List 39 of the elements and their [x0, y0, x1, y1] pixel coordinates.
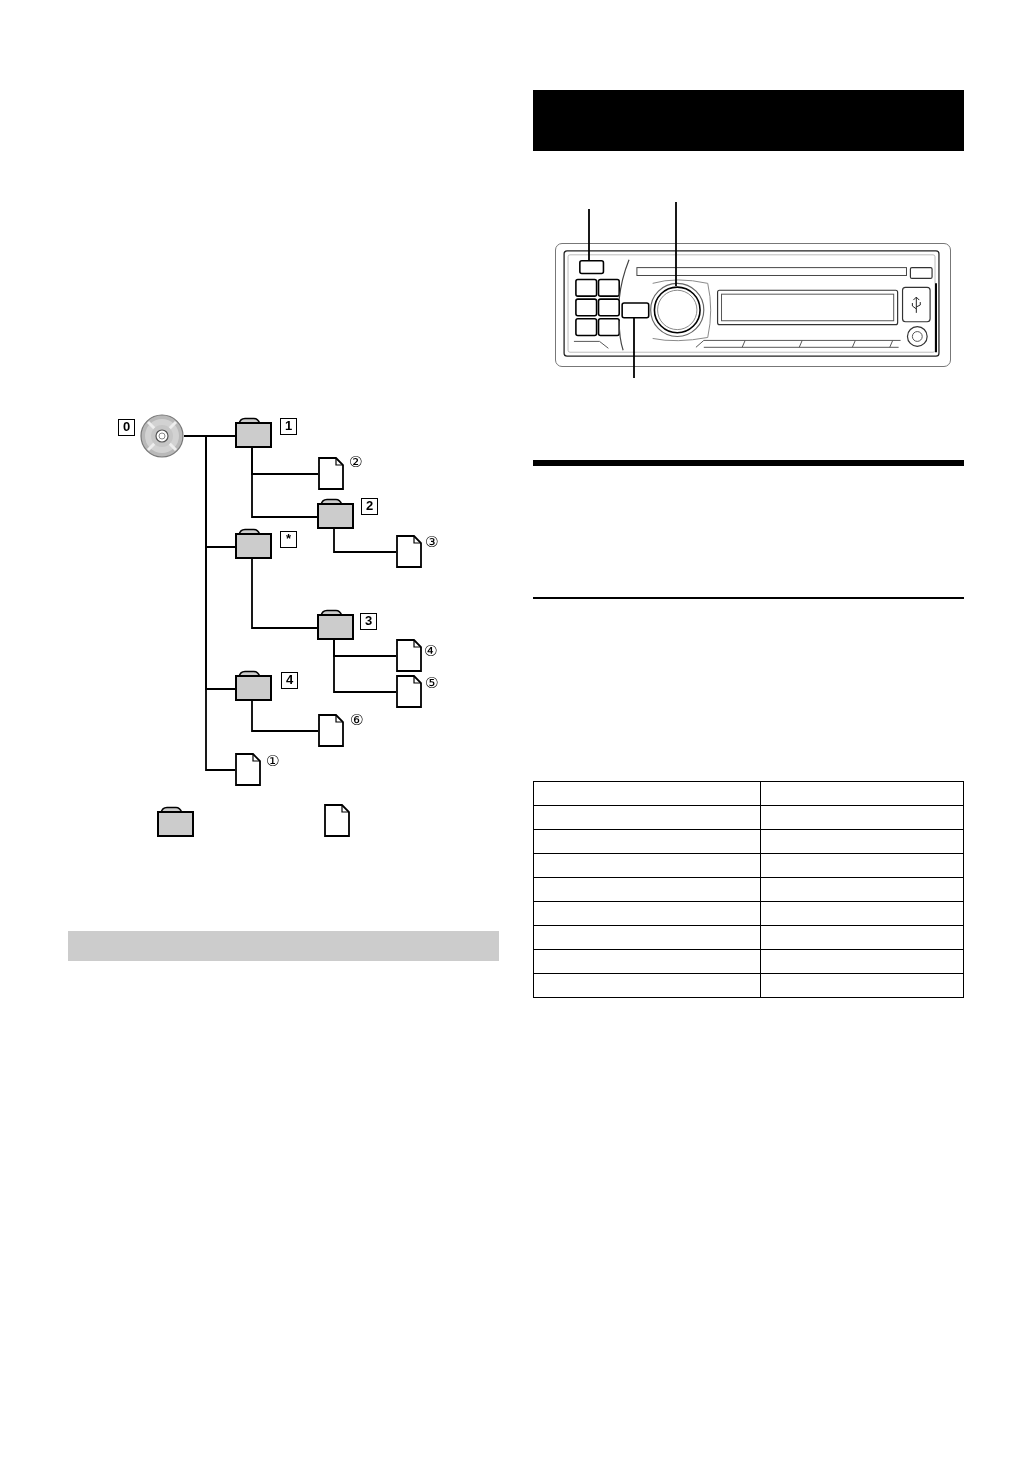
push-button: [621, 302, 650, 319]
callout-number: 3: [360, 613, 377, 630]
connector-line: [333, 639, 397, 693]
file-icon: [318, 714, 344, 747]
callout-number: 4: [281, 672, 298, 689]
file-icon: [396, 675, 422, 708]
callout-number: 0: [118, 419, 135, 436]
callout-number: ①: [266, 753, 280, 769]
file-icon: [396, 639, 422, 672]
callout-number: ②: [349, 454, 363, 470]
connector-line: [251, 447, 318, 518]
leader-line: [633, 317, 635, 379]
section-band: [68, 931, 499, 961]
connector-line: [251, 558, 318, 629]
callout-number: 1: [280, 418, 297, 435]
heading-banner: [533, 90, 964, 151]
file-icon: [318, 457, 344, 490]
connector-line: [333, 528, 397, 553]
callout-number: ③: [425, 534, 439, 550]
callout-number: *: [280, 531, 297, 548]
callout-number: ④: [424, 643, 438, 659]
callout-number: 2: [361, 498, 378, 515]
car-stereo: [555, 243, 951, 367]
disc-icon: [140, 414, 184, 458]
push-button: [579, 259, 605, 275]
file-icon: [235, 753, 261, 786]
leader-line: [675, 201, 677, 287]
folder-icon: [317, 498, 354, 529]
callout-number: ⑥: [350, 712, 364, 728]
file-icon: [324, 804, 350, 837]
rotary-knob: [653, 286, 701, 334]
folder-icon: [235, 417, 272, 448]
folder-icon: [235, 670, 272, 701]
folder-icon: [235, 528, 272, 559]
folder-icon: [317, 609, 354, 640]
connector-line: [251, 700, 319, 732]
folder-icon: [157, 806, 194, 837]
file-icon: [396, 535, 422, 568]
callout-number: ⑤: [425, 675, 439, 691]
